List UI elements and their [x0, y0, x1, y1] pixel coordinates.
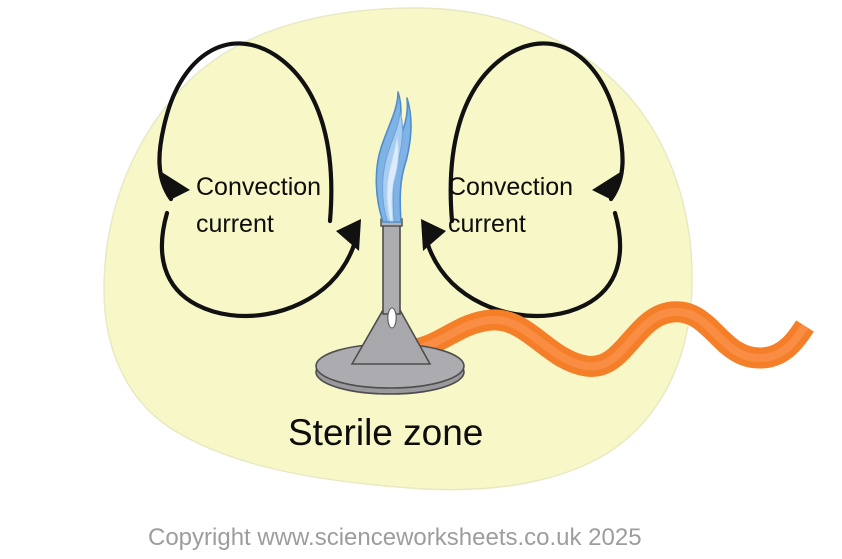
- sterile-zone-title: Sterile zone: [288, 412, 483, 453]
- burner-air-hole-icon: [387, 307, 397, 329]
- burner-tube: [382, 221, 401, 315]
- convection-label-left-line2: current: [196, 210, 274, 238]
- bunsen-flame: [375, 91, 412, 223]
- convection-current-loop-right: [421, 41, 625, 319]
- convection-label-right-line1: Convection: [448, 173, 573, 201]
- right-loop-lower-arrowhead: [421, 219, 446, 251]
- bunsen-burner: [315, 218, 465, 395]
- left-loop-lower-arrowhead: [336, 219, 361, 251]
- convection-current-loop-left: [157, 41, 361, 319]
- right-loop-upper-arc: [448, 41, 625, 224]
- right-loop-upper-arrowhead: [592, 171, 622, 200]
- gas-hose-highlight: [407, 307, 809, 371]
- left-loop-upper-arrowhead: [160, 171, 190, 200]
- left-loop-upper-arc: [157, 41, 334, 224]
- convection-label-left-line1: Convection: [196, 173, 321, 201]
- copyright-notice: Copyright www.scienceworksheets.co.uk 20…: [148, 524, 642, 551]
- flame-inner-cone: [386, 135, 399, 222]
- left-loop-lower-arc: [159, 210, 358, 319]
- right-loop-lower-arc: [424, 210, 623, 319]
- convection-label-right-line2: current: [448, 210, 526, 238]
